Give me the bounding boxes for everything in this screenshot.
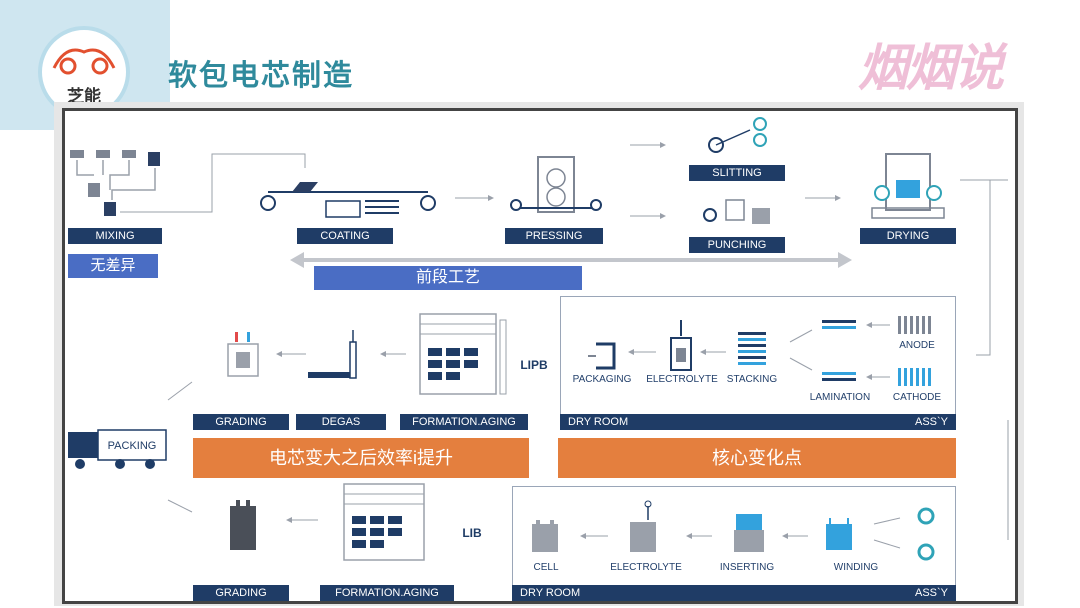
punching-machine-icon	[703, 199, 770, 224]
cylindrical-assy-label: ASS`Y	[914, 587, 948, 599]
cell-icon	[532, 520, 558, 552]
anode-label: ANODE	[899, 340, 935, 351]
cylindrical-electrolyte-label: ELECTROLYTE	[610, 562, 682, 573]
cylindrical-grading-label: GRADING	[193, 585, 289, 601]
packaging-icon	[588, 342, 616, 370]
cylindrical-dry-room-label: DRY ROOM	[520, 587, 581, 599]
pouch-dry-room-box	[560, 296, 956, 430]
slitting-machine-icon	[708, 117, 767, 153]
packaging-label: PACKAGING	[572, 374, 632, 385]
mixing-hoppers-icon	[70, 150, 160, 216]
logo-car-icon	[52, 48, 116, 75]
slitting-label: SLITTING	[689, 165, 785, 181]
pressing-machine-icon	[510, 156, 602, 213]
mixing-label: MIXING	[68, 228, 162, 244]
lib-label: LIB	[462, 526, 482, 540]
degas-icon	[308, 330, 357, 379]
lamination-icon	[822, 320, 856, 381]
degas-label: DEGAS	[296, 414, 386, 430]
formation-aging-rack-icon	[419, 313, 507, 395]
winding-coil-icon	[917, 507, 935, 561]
packing-label: PACKING	[107, 440, 157, 452]
logo-text: 芝能	[67, 87, 101, 106]
winding-label: WINDING	[833, 562, 879, 573]
brand-watermark: 烟烟说	[858, 39, 1004, 97]
winding-cell-icon	[826, 518, 852, 550]
drying-machine-icon	[871, 153, 945, 219]
pressing-label: PRESSING	[505, 228, 603, 244]
cylindrical-electrolyte-icon	[630, 500, 656, 552]
cylindrical-formation-label: FORMATION.AGING	[320, 585, 454, 601]
no-difference-tag: 无差异	[68, 254, 158, 278]
inserting-label: INSERTING	[719, 562, 775, 573]
cathode-label: CATHODE	[892, 392, 942, 403]
coating-machine-icon	[260, 182, 436, 218]
lamination-label: LAMINATION	[809, 392, 871, 403]
stacking-icon	[738, 332, 766, 365]
cylindrical-grading-cell-icon	[230, 500, 256, 550]
cylindrical-dry-room-bar: DRY ROOM ASS`Y	[512, 585, 956, 601]
logo: 芝能	[38, 26, 130, 118]
lipb-label: LIPB	[520, 358, 548, 372]
page-title: 软包电芯制造	[168, 58, 355, 92]
pouch-dry-room-label: DRY ROOM	[568, 416, 629, 428]
stacking-label: STACKING	[726, 374, 778, 385]
cathode-sheets-icon	[898, 368, 931, 386]
punching-label: PUNCHING	[689, 237, 785, 253]
efficiency-band: 电芯变大之后效率i提升	[193, 438, 529, 478]
drying-label: DRYING	[860, 228, 956, 244]
cylindrical-dry-room-box	[512, 486, 956, 600]
pouch-assy-label: ASS`Y	[914, 416, 948, 428]
grading-cell-icon	[227, 332, 259, 377]
pouch-electrolyte-label: ELECTROLYTE	[646, 374, 718, 385]
packing-truck-icon	[68, 429, 167, 469]
core-change-band: 核心变化点	[558, 438, 956, 478]
pouch-dry-room-bar: DRY ROOM ASS`Y	[560, 414, 956, 430]
pouch-grading-label: GRADING	[193, 414, 289, 430]
pouch-formation-label: FORMATION.AGING	[400, 414, 528, 430]
anode-sheets-icon	[898, 316, 931, 334]
electrolyte-fill-icon	[670, 320, 692, 371]
inserting-icon	[734, 514, 764, 552]
cylindrical-formation-rack-icon	[343, 483, 425, 561]
coating-label: COATING	[297, 228, 393, 244]
cell-label: CELL	[533, 562, 559, 573]
front-process-band: 前段工艺	[314, 266, 582, 290]
